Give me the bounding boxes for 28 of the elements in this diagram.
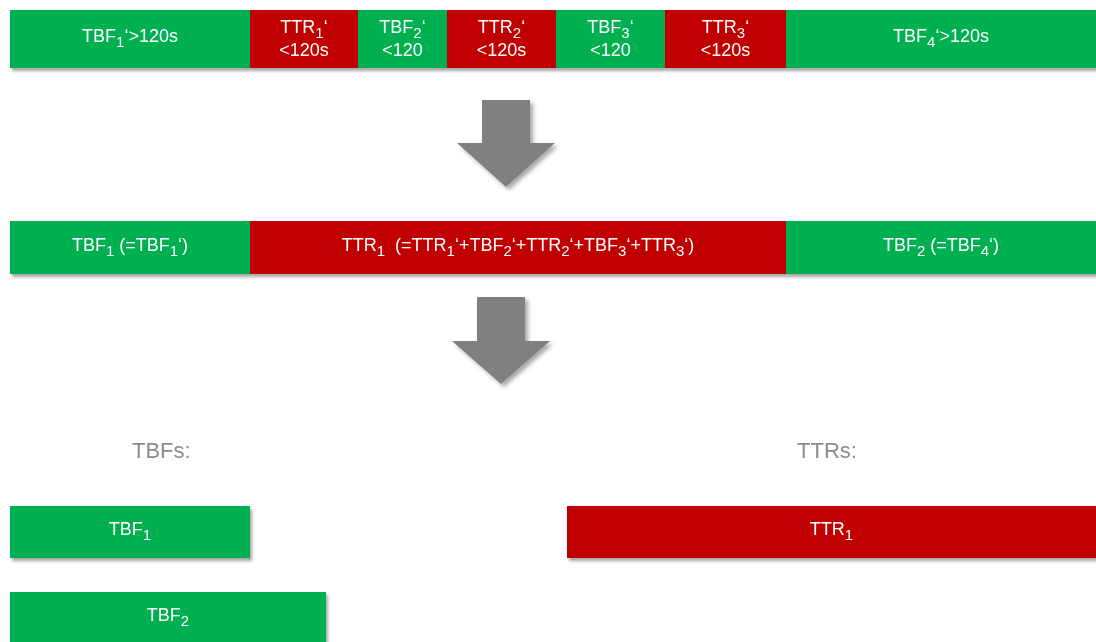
segment-label: TTR$_{1}$ (=TTR$_{1}$‘+TBF$_{2}$‘+TTR$_{2}$‘+TBF$_{3}$‘+TTR$_{3}$‘) xyxy=(341,235,695,260)
time-segment-bar xyxy=(358,10,447,68)
time-segment-bar xyxy=(10,592,326,642)
segment-label: TTR$_{3}$‘ <120s xyxy=(699,17,752,61)
time-segment-bar xyxy=(10,221,250,274)
segment-label: TBF$_{2}$ xyxy=(146,606,190,630)
time-segment-bar xyxy=(665,10,786,68)
segment-label: TBF$_{3}$‘ <120 xyxy=(586,17,635,61)
time-segment-bar xyxy=(10,10,250,68)
time-segment-bar xyxy=(567,506,1096,558)
time-segment-bar xyxy=(786,10,1096,68)
segment-label: TBF$_{1}$ xyxy=(108,520,152,544)
time-segment-bar xyxy=(786,221,1096,274)
segment-label: TTR$_{1}$ xyxy=(809,520,854,544)
time-segment-bar xyxy=(250,221,786,274)
time-segment-bar xyxy=(556,10,665,68)
time-segment-bar xyxy=(447,10,556,68)
segment-label: TBF$_{1}$ (=TBF$_{1}$‘) xyxy=(71,235,189,260)
group-heading: TTRs: xyxy=(797,438,857,464)
time-segment-bar xyxy=(250,10,358,68)
segment-label: TTR$_{1}$‘ <120s xyxy=(278,17,330,61)
segment-label: TBF$_{2}$ (=TBF$_{4}$‘) xyxy=(882,235,1000,260)
segment-label: TBF$_{4}$‘>120s xyxy=(893,27,989,51)
segment-label: TTR$_{2}$‘ <120s xyxy=(475,17,528,61)
group-heading: TBFs: xyxy=(132,438,191,464)
time-segment-bar xyxy=(10,506,250,558)
segment-label: TBF$_{2}$‘ <120 xyxy=(378,17,427,61)
segment-label: TBF$_{1}$‘>120s xyxy=(82,27,178,51)
